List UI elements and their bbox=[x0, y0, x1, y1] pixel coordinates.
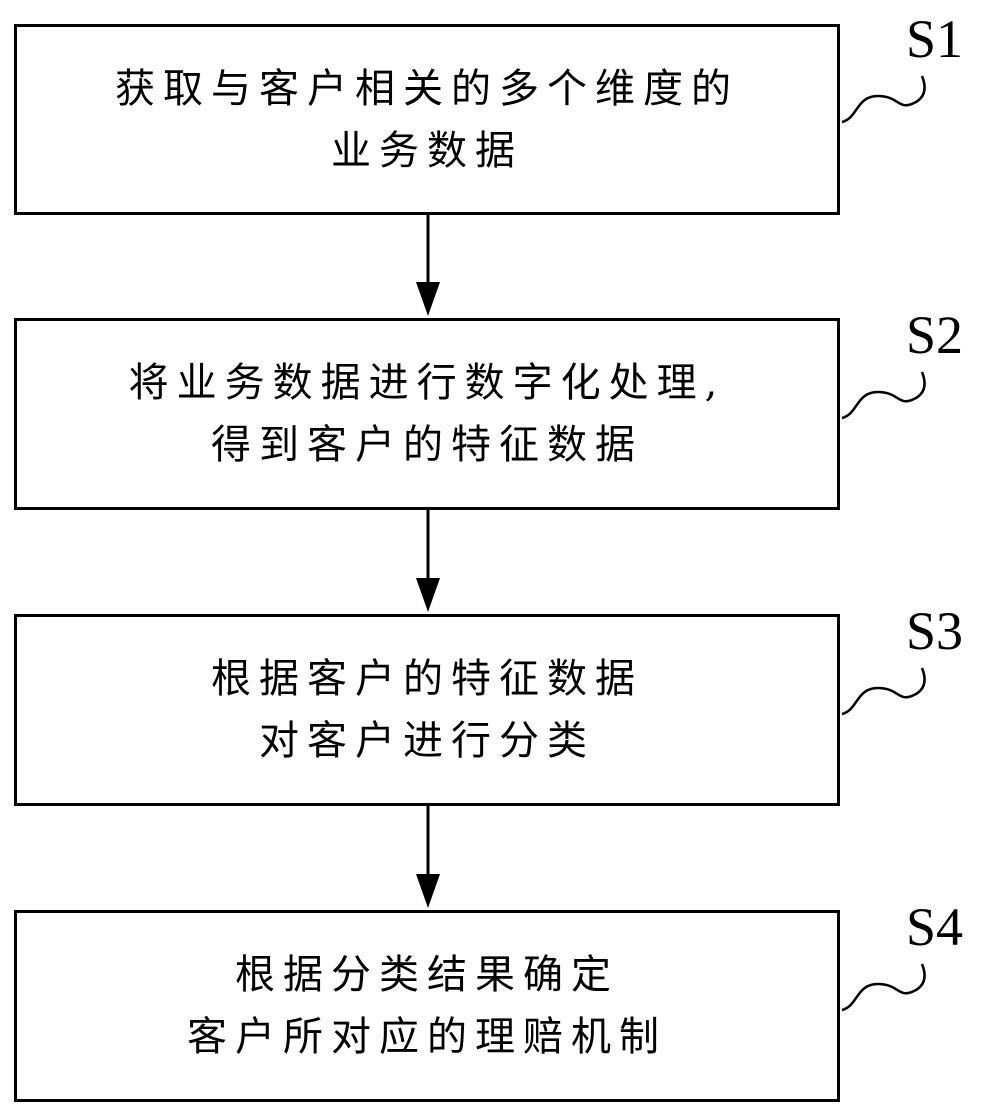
step-s4-line-1: 根据分类结果确定 bbox=[235, 952, 619, 998]
step-s4-line-2: 客户所对应的理赔机制 bbox=[187, 1014, 667, 1060]
leader-line-s4 bbox=[841, 963, 926, 1012]
leader-line-s2 bbox=[841, 371, 926, 420]
step-label-s4: S4 bbox=[906, 897, 964, 957]
step-s1-line-1: 获取与客户相关的多个维度的 bbox=[115, 65, 739, 112]
step-box-s1: 获取与客户相关的多个维度的 业务数据 bbox=[14, 24, 840, 215]
step-box-s3: 根据客户的特征数据 对客户进行分类 bbox=[14, 614, 840, 806]
leader-line-s3 bbox=[841, 667, 926, 716]
step-label-s2: S2 bbox=[906, 305, 964, 365]
step-s2-line-1: 将业务数据进行数字化处理, bbox=[128, 360, 726, 406]
arrow-s2-to-s3 bbox=[416, 510, 440, 612]
step-s2-line-2: 得到客户的特征数据 bbox=[211, 422, 643, 468]
arrow-s3-to-s4 bbox=[416, 806, 440, 908]
arrow-s1-to-s2 bbox=[416, 215, 440, 316]
step-s3-line-1: 根据客户的特征数据 bbox=[211, 656, 643, 702]
step-label-s3: S3 bbox=[906, 601, 964, 661]
step-s1-line-2: 业务数据 bbox=[331, 127, 523, 174]
step-label-s1: S1 bbox=[906, 9, 964, 69]
leader-line-s1 bbox=[841, 75, 926, 124]
step-box-s4: 根据分类结果确定 客户所对应的理赔机制 bbox=[14, 910, 840, 1102]
step-s3-line-2: 对客户进行分类 bbox=[259, 718, 595, 764]
step-box-s2: 将业务数据进行数字化处理, 得到客户的特征数据 bbox=[14, 318, 840, 510]
